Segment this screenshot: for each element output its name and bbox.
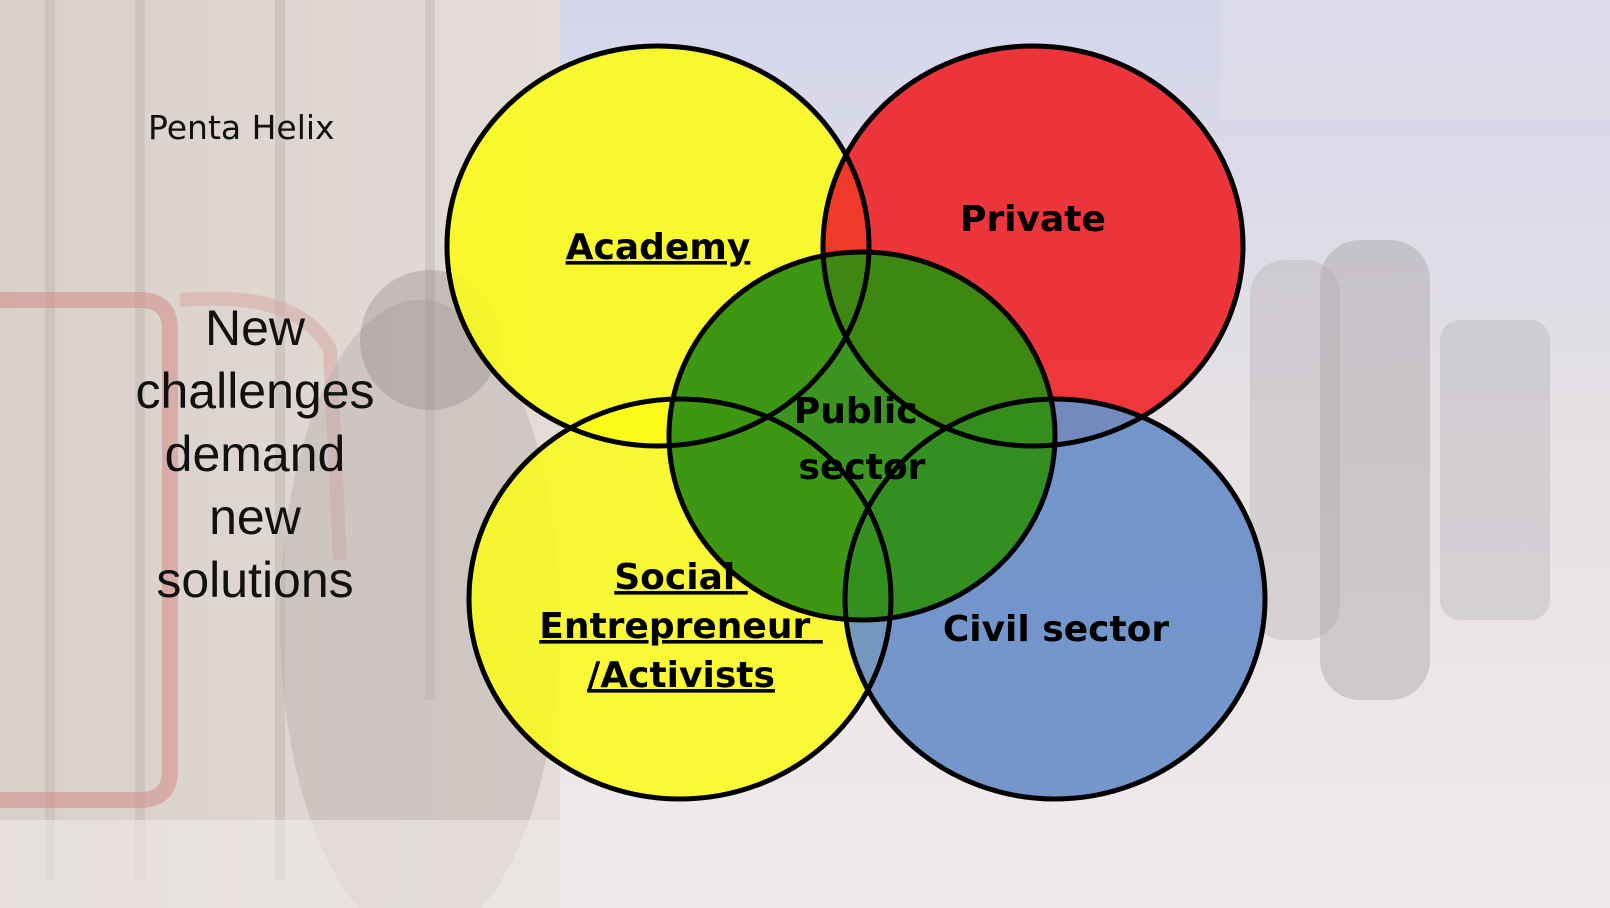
- public-sector-label: Public sector: [794, 391, 930, 488]
- civil-sector-label: Civil sector: [943, 609, 1170, 650]
- social-label-line: Entrepreneur: [539, 606, 810, 647]
- private-outline: [820, 43, 1246, 449]
- social-entrepreneur-outline: [466, 396, 894, 802]
- private-label-line: Private: [960, 199, 1106, 240]
- social-entrepreneur-label: Social Entrepreneur /Activists: [539, 557, 823, 696]
- academy-label: Academy: [566, 227, 751, 268]
- headline-line: new: [209, 489, 301, 545]
- headline-line: challenges: [135, 363, 375, 419]
- social-label-line: /Activists: [587, 655, 775, 696]
- civil-sector-outline: [842, 396, 1268, 802]
- public-sector-circle: [669, 252, 1055, 620]
- slide-headline: New challenges demand new solutions: [100, 297, 410, 612]
- headline-line: New: [204, 300, 306, 356]
- public-sector-outline: [666, 249, 1058, 623]
- social-label-line: Social: [614, 557, 735, 598]
- private-label: Private: [960, 199, 1106, 240]
- public-label-line: Public: [794, 391, 918, 432]
- civil-label-line: Civil sector: [943, 609, 1170, 650]
- academy-label-line: Academy: [566, 227, 751, 268]
- headline-line: demand: [164, 426, 346, 482]
- headline-line: solutions: [156, 552, 354, 608]
- public-label-line: sector: [799, 447, 926, 488]
- academy-outline: [444, 43, 872, 449]
- slide-subtitle: Penta Helix: [148, 108, 335, 147]
